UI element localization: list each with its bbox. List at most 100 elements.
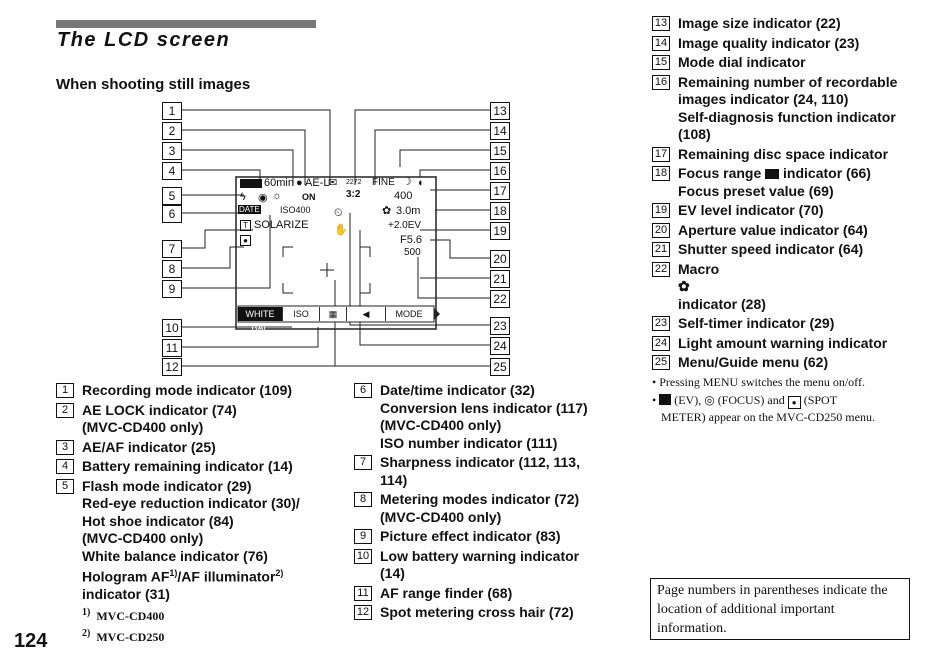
item-13: 13 Image size indicator (22)	[652, 15, 922, 33]
item-19: 19 EV level indicator (70)	[652, 202, 922, 220]
callout-13: 13	[490, 102, 510, 120]
callout-9: 9	[162, 280, 182, 298]
menu-white-balance[interactable]: WHITE BAL	[238, 307, 283, 333]
battery-icon	[240, 179, 262, 188]
callout-8: 8	[162, 260, 182, 278]
ae-af-dot-icon: ●	[296, 177, 303, 189]
macro-icon: ✿	[678, 278, 690, 294]
callout-4: 4	[162, 162, 182, 180]
picture-effect: SOLARIZE	[254, 219, 309, 231]
item-1: 1 Recording mode indicator (109)	[56, 382, 336, 400]
section-subtitle: When shooting still images	[56, 76, 251, 93]
item-15: 15 Mode dial indicator	[652, 54, 922, 72]
menu-mode[interactable]: MODE	[395, 309, 423, 319]
callout-19: 19	[490, 222, 510, 240]
item-3: 3 AE/AF indicator (25)	[56, 439, 336, 457]
menu-iso[interactable]: ISO	[283, 307, 320, 321]
flash-icon: ϟ	[240, 191, 246, 203]
item-2: 2 AE LOCK indicator (74)(MVC-CD400 only)	[56, 402, 336, 437]
light-warning-icon: ✋	[334, 224, 348, 236]
callout-23: 23	[490, 317, 510, 335]
callout-25: 25	[490, 358, 510, 376]
shutter-speed: 500	[404, 247, 421, 258]
remaining-count: 400	[394, 190, 413, 202]
page-number: 124	[14, 630, 48, 652]
callout-24: 24	[490, 337, 510, 355]
aspect-ratio: 3:2	[346, 189, 361, 200]
callout-21: 21	[490, 270, 510, 288]
callout-16: 16	[490, 162, 510, 180]
callout-15: 15	[490, 142, 510, 160]
s-on-indicator: ON	[302, 192, 316, 202]
self-timer-icon: ⏲	[334, 207, 343, 219]
focus-icon: ◎	[704, 392, 715, 407]
middle-list: 6 Date/time indicator (32)Conversion len…	[354, 382, 624, 622]
right-list: 13 Image size indicator (22) 14 Image qu…	[652, 15, 922, 425]
focus-range-icon	[765, 169, 780, 179]
item-17: 17 Remaining disc space indicator	[652, 146, 922, 164]
image-size: 2272	[346, 179, 362, 186]
callout-17: 17	[490, 182, 510, 200]
callout-14: 14	[490, 122, 510, 140]
item-7: 7 Sharpness indicator (112, 113,114)	[354, 454, 624, 489]
callout-2: 2	[162, 122, 182, 140]
macro-icon: ✿	[382, 205, 392, 217]
callout-1: 1	[162, 102, 182, 120]
menu-focus-icon[interactable]: ◀	[347, 307, 386, 321]
item-25: 25 Menu/Guide menu (62)	[652, 354, 922, 372]
date-indicator: DATE	[238, 205, 261, 214]
battery-time: 60min	[264, 177, 294, 189]
disc-icon: ◐	[418, 177, 425, 189]
callout-3: 3	[162, 142, 182, 160]
metering-icon: ●	[240, 235, 251, 246]
callout-10: 10	[162, 319, 182, 337]
item-6: 6 Date/time indicator (32)Conversion len…	[354, 382, 624, 452]
callout-7: 7	[162, 240, 182, 258]
header-bar	[56, 20, 316, 28]
callout-18: 18	[490, 202, 510, 220]
note-cd250: • (EV), ◎ (FOCUS) and ● (SPOT METER) app…	[652, 392, 875, 424]
item-14: 14 Image quality indicator (23)	[652, 35, 922, 53]
mode-envelope-icon: ✉	[328, 177, 338, 189]
item-23: 23 Self-timer indicator (29)	[652, 315, 922, 333]
item-24: 24 Light amount warning indicator	[652, 335, 922, 353]
item-20: 20 Aperture value indicator (64)	[652, 222, 922, 240]
aperture-value: F5.6	[400, 234, 423, 246]
item-10: 10 Low battery warning indicator(14)	[354, 548, 624, 583]
item-9: 9 Picture effect indicator (83)	[354, 528, 624, 546]
callout-11: 11	[162, 339, 182, 357]
item-4: 4 Battery remaining indicator (14)	[56, 458, 336, 476]
item-11: 11 AF range finder (68)	[354, 585, 624, 603]
item-18: 18 Focus range indicator (66) Focus pres…	[652, 165, 922, 200]
footnote-1: 1) MVC-CD400	[82, 606, 165, 623]
info-box: Page numbers in parentheses indicate the…	[650, 578, 910, 640]
quality-fine: FINE	[372, 177, 395, 188]
ev-icon	[659, 393, 672, 405]
iso-indicator: ISO400	[280, 205, 311, 215]
item-8: 8 Metering modes indicator (72)(MVC-CD40…	[354, 491, 624, 526]
white-balance-sun-icon: ☼	[272, 190, 283, 202]
ae-lock: AE-L	[305, 177, 330, 189]
callout-22: 22	[490, 290, 510, 308]
note-menu: • Pressing MENU switches the menu on/off…	[652, 374, 865, 389]
callout-6: 6	[162, 205, 182, 223]
callout-20: 20	[490, 250, 510, 268]
item-12: 12 Spot metering cross hair (72)	[354, 604, 624, 622]
callout-lines	[180, 109, 490, 367]
spot-meter-icon: ●	[787, 395, 801, 409]
sharpness-icon: T	[240, 220, 251, 231]
menu-picture-icon[interactable]: ▦	[320, 307, 347, 321]
red-eye-icon: ◉	[258, 192, 268, 204]
ev-level: +2.0EV	[388, 220, 422, 231]
callout-12: 12	[162, 358, 182, 376]
item-22: 22 Macro ✿ indicator (28)	[652, 261, 922, 314]
left-list: 1 Recording mode indicator (109) 2 AE LO…	[56, 382, 336, 647]
item-5: 5 Flash mode indicator (29) Red-eye redu…	[56, 478, 336, 647]
page-title: The LCD screen	[57, 29, 231, 51]
footnote-2: 2) MVC-CD250	[82, 628, 165, 645]
item-21: 21 Shutter speed indicator (64)	[652, 241, 922, 259]
hologram-line: Hologram AF1)/AF illuminator2)	[82, 568, 284, 585]
moon-icon: ☽	[402, 176, 412, 188]
callout-5: 5	[162, 187, 182, 205]
focus-distance: 3.0m	[396, 205, 421, 217]
